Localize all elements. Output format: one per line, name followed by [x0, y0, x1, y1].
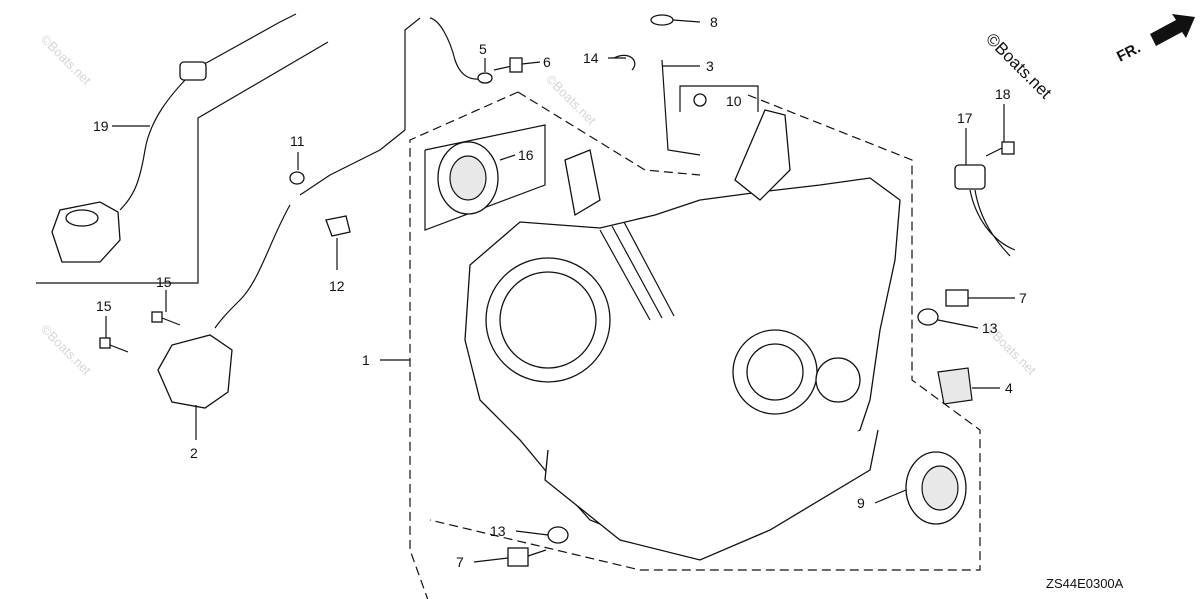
group-outline-dashed — [517, 91, 701, 176]
part-12-cap — [325, 215, 351, 237]
callout-14: 14 — [583, 50, 599, 66]
hose — [214, 204, 291, 329]
diagram-code: ZS44E0300A — [1046, 576, 1124, 591]
part-11-washer — [289, 171, 305, 185]
group-outline-dashed — [429, 94, 981, 571]
callout-8: 8 — [710, 14, 718, 30]
part-15-bolt — [151, 311, 181, 326]
part-10-frame — [679, 85, 759, 112]
callout-15: 15 — [156, 274, 172, 290]
callout-16: 16 — [518, 147, 534, 163]
watermark: ©Boats.net — [38, 32, 94, 88]
part-16-bearing-group — [424, 124, 546, 231]
part-10-nut — [693, 93, 707, 107]
callout-3: 3 — [706, 58, 714, 74]
block-base — [544, 429, 879, 561]
callout-19: 19 — [93, 118, 109, 134]
callout-6: 6 — [543, 54, 551, 70]
group-outline-dashed — [409, 91, 519, 599]
callout-11: 11 — [290, 133, 305, 149]
part-19-pulser-group — [36, 13, 329, 284]
mount-ear — [564, 149, 601, 217]
callout-13: 13 — [490, 523, 506, 539]
callout-12: 12 — [329, 278, 345, 294]
callout-4: 4 — [1005, 380, 1013, 396]
callout-1: 1 — [362, 352, 370, 368]
part-1-cylinder-block — [409, 91, 981, 599]
wire — [429, 17, 486, 80]
cooling-fins — [599, 221, 675, 321]
front-label: FR. — [1114, 39, 1143, 65]
part-8-washer — [650, 14, 674, 26]
callout-13: 13 — [982, 320, 998, 336]
front-direction-indicator: FR. — [1114, 14, 1195, 66]
part-7-bolt — [945, 289, 990, 307]
callout-10: 10 — [726, 93, 742, 109]
part-18-bolt — [985, 141, 1015, 157]
callout-5: 5 — [479, 41, 487, 57]
part-3-rod — [661, 59, 701, 156]
callout-9: 9 — [857, 495, 865, 511]
cam-bore — [815, 357, 861, 403]
callout-18: 18 — [995, 86, 1011, 102]
watermark: ©Boats.net — [543, 72, 599, 128]
callout-7: 7 — [1019, 290, 1027, 306]
watermark: ©Boats.net — [38, 322, 94, 378]
wire — [119, 74, 191, 211]
callout-17: 17 — [957, 110, 973, 126]
callout-2: 2 — [190, 445, 198, 461]
part-5-terminal — [477, 72, 493, 84]
pulser-cap — [65, 209, 99, 227]
part-6-bolt — [493, 57, 523, 73]
part-15-bolt — [99, 337, 129, 353]
group-outline — [36, 41, 329, 284]
part-14-clip — [613, 54, 636, 71]
mount-ear — [734, 109, 791, 201]
callout-labels: 1 2 3 4 5 6 7 7 8 9 10 11 12 13 13 14 15… — [93, 14, 1027, 570]
watermark-dark: ©Boats.net — [982, 29, 1055, 102]
part-9-seal-inner — [921, 465, 959, 511]
part-13-washer — [917, 308, 939, 326]
coil-body — [157, 334, 233, 409]
part-13-washer — [547, 526, 569, 544]
part-2-ignition-coil — [157, 17, 486, 409]
crank-bore-inner — [746, 343, 804, 401]
wire — [299, 129, 406, 196]
front-arrow-icon — [1150, 14, 1195, 46]
callout-15: 15 — [96, 298, 112, 314]
bearing-inner — [449, 155, 487, 201]
part-17-switch — [954, 164, 1016, 257]
leader-lines — [105, 19, 1015, 563]
part-4-grommet — [937, 367, 973, 405]
clip — [179, 61, 207, 81]
part-7-bolt — [507, 547, 547, 567]
wire — [404, 17, 421, 130]
cylinder-bore-inner — [499, 271, 597, 369]
group-outline — [424, 124, 546, 231]
callout-7: 7 — [456, 554, 464, 570]
